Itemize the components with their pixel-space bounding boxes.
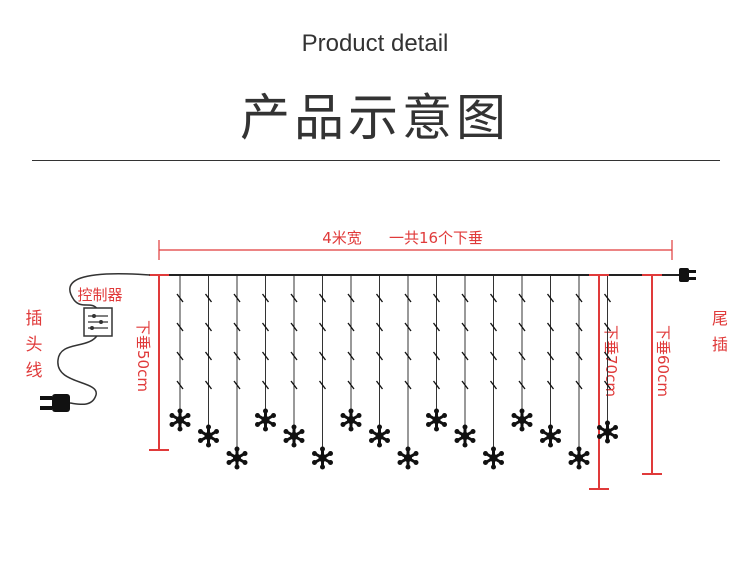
- snowflake-icon: [225, 445, 249, 471]
- tail-plug-icon: [679, 268, 696, 282]
- plug-wire: [57, 333, 99, 406]
- tail-plug-label-1: 尾插: [712, 309, 728, 354]
- controller-icon: [83, 307, 113, 337]
- snowflake-icon: [253, 407, 278, 433]
- drop-marker-60: [642, 274, 662, 475]
- snowflake-icon: [481, 445, 506, 471]
- snowflake-icon: [339, 407, 363, 433]
- snowflake-icon: [538, 423, 563, 449]
- snowflake-icon: [595, 419, 620, 445]
- drop-60-label: 下垂60cm: [654, 325, 672, 397]
- page-subtitle: Product detail: [301, 30, 449, 57]
- light-strands: [168, 276, 620, 471]
- drop-count-label: 一共16个下垂: [389, 229, 483, 247]
- controller-wire: [69, 272, 151, 311]
- drop-marker-70: [589, 274, 609, 490]
- drop-50-label: 下垂50cm: [134, 320, 152, 392]
- snowflake-icon: [453, 423, 477, 449]
- snowflake-icon: [282, 423, 306, 449]
- snowflake-icon: [367, 423, 392, 449]
- page-title: 产品示意图: [240, 89, 510, 147]
- snowflake-icon: [396, 445, 420, 471]
- snowflake-icon: [168, 407, 192, 433]
- snowflake-icon: [424, 407, 449, 433]
- width-label: 4米宽: [322, 229, 362, 247]
- snowflake-icon: [310, 445, 335, 471]
- plug-label: 插头线: [26, 309, 43, 381]
- controller-label: 控制器: [77, 286, 122, 304]
- width-dimension: [158, 240, 673, 260]
- snowflake-icon: [510, 407, 534, 433]
- header-divider: [32, 160, 720, 161]
- drop-70-label: 下垂70cm: [602, 325, 620, 397]
- drop-marker-50: [149, 274, 169, 451]
- snowflake-icon: [567, 445, 591, 471]
- power-plug-icon: [40, 394, 70, 412]
- snowflake-icon: [196, 423, 221, 449]
